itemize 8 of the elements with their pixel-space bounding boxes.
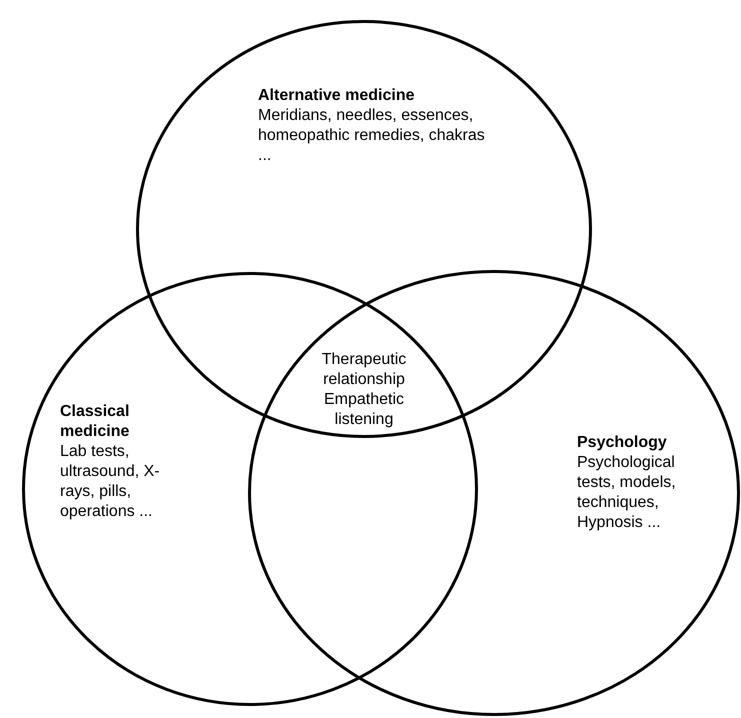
- circle-description: Meridians, needles, essences, homeopathic remedies, chakras ...: [258, 106, 486, 166]
- circle-description: Lab tests, ultrasound, X-rays, pills, operations ...: [60, 442, 161, 522]
- overlap-label: Therapeutic relationship: [320, 350, 408, 390]
- overlap-label: Empathetic listening: [322, 390, 406, 430]
- circle-heading: Classical medicine: [60, 402, 130, 442]
- circle-heading: Psychology: [577, 433, 668, 453]
- circle-description: Psychological tests, models, techniques, Hypnosis ...: [577, 453, 677, 533]
- circle-heading: Alternative medicine: [258, 86, 416, 106]
